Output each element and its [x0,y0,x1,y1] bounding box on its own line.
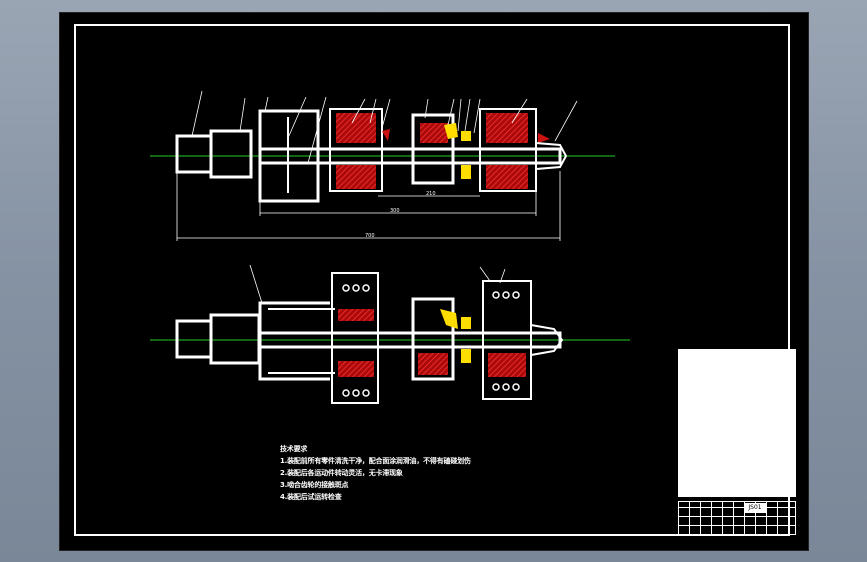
drawing-sheet: 210 300 700 [59,12,809,551]
note-1: 1.装配前所有零件清洗干净，配合面涂润滑油，不得有磕碰划伤 [280,457,471,465]
dim-700: 700 [365,233,375,239]
drawing-frame [74,24,790,536]
technical-notes: 技术要求 1.装配前所有零件清洗干净，配合面涂润滑油，不得有磕碰划伤 2.装配后… [280,443,500,503]
note-3: 3.啮合齿轮的接触斑点 [280,481,349,489]
bottom-leaders [249,264,506,304]
bottom-section-view [150,272,630,404]
drawing-code: JS01 [744,503,766,513]
top-section-view [150,108,615,203]
assembly-drawing: 210 300 700 [150,90,630,404]
note-4: 4.装配后试运转检查 [280,493,342,501]
dim-300: 300 [390,208,400,214]
title-block-grid [678,501,796,535]
notes-heading: 技术要求 [280,445,308,453]
note-2: 2.装配后各运动件转动灵活，无卡滞现象 [280,469,403,477]
parts-list [678,349,796,497]
top-dimensions [176,171,561,241]
dim-210: 210 [426,191,436,197]
top-leaders [191,90,578,164]
title-block: JS01 [678,349,796,535]
